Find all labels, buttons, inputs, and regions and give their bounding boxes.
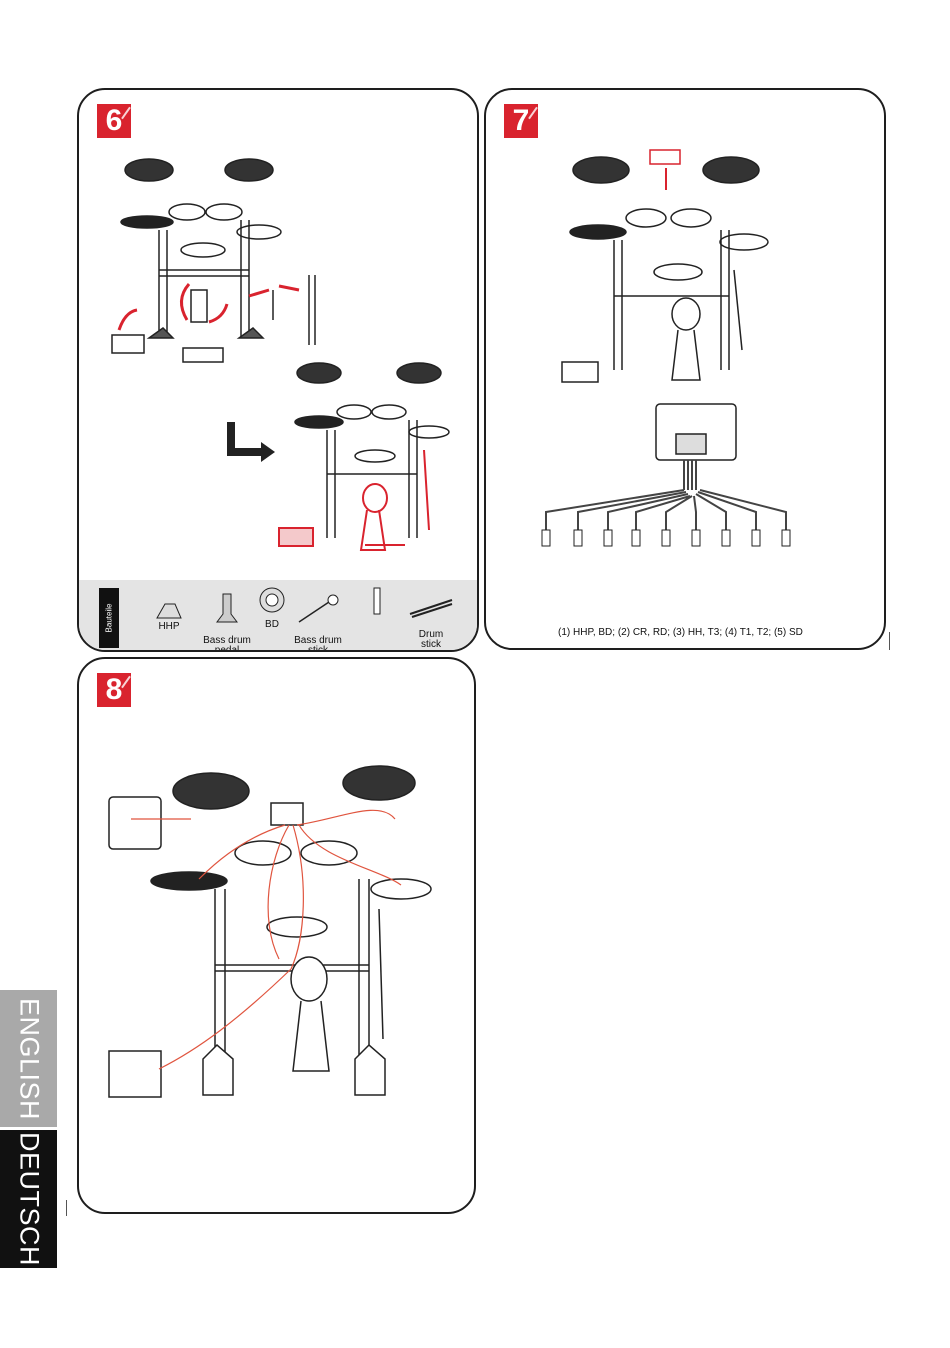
part-key [367,586,387,618]
step-8-panel: 8 [77,657,476,1214]
step-6-panel: 6 [77,88,479,652]
part-label: BD [265,619,279,630]
beater-icon [295,594,341,624]
part-label: HHP [158,621,179,632]
part-drum-stick: Drum stick [405,586,457,650]
part-bass-drum-stick: Bass drum stick [289,584,347,652]
step-8-illustration [79,659,474,1199]
step-6-illustration [79,90,477,580]
parts-strip: Bauteile HHP Bass drum pedal BD Bass dru… [79,580,477,650]
language-label: DEUTSCH [13,1132,44,1266]
part-label: Drum stick [419,629,443,650]
language-tab-deutsch[interactable]: DEUTSCH [0,1130,57,1268]
margin-tick [66,1200,67,1216]
part-label: Bass drum pedal [203,635,251,652]
part-bd: BD [255,586,289,630]
bass-drum-pedal-icon [215,592,239,624]
part-label: Bass drum stick [294,635,342,652]
step-7-panel: 7 [484,88,886,650]
language-label: ENGLISH [13,997,44,1119]
parts-tab: Bauteile [99,588,119,648]
margin-tick [889,632,890,650]
hi-hat-pedal-icon [155,598,183,620]
drum-sticks-icon [408,596,454,618]
parts-tab-label: Bauteile [105,604,114,633]
language-tab-english[interactable]: ENGLISH [0,990,57,1127]
part-bass-drum-pedal: Bass drum pedal [197,582,257,652]
drum-key-icon [371,586,383,616]
step-7-caption: (1) HHP, BD; (2) CR, RD; (3) HH, T3; (4)… [558,627,803,638]
step-7-illustration [486,90,884,630]
bass-drum-pad-icon [258,586,286,618]
part-hhp: HHP [149,598,189,632]
